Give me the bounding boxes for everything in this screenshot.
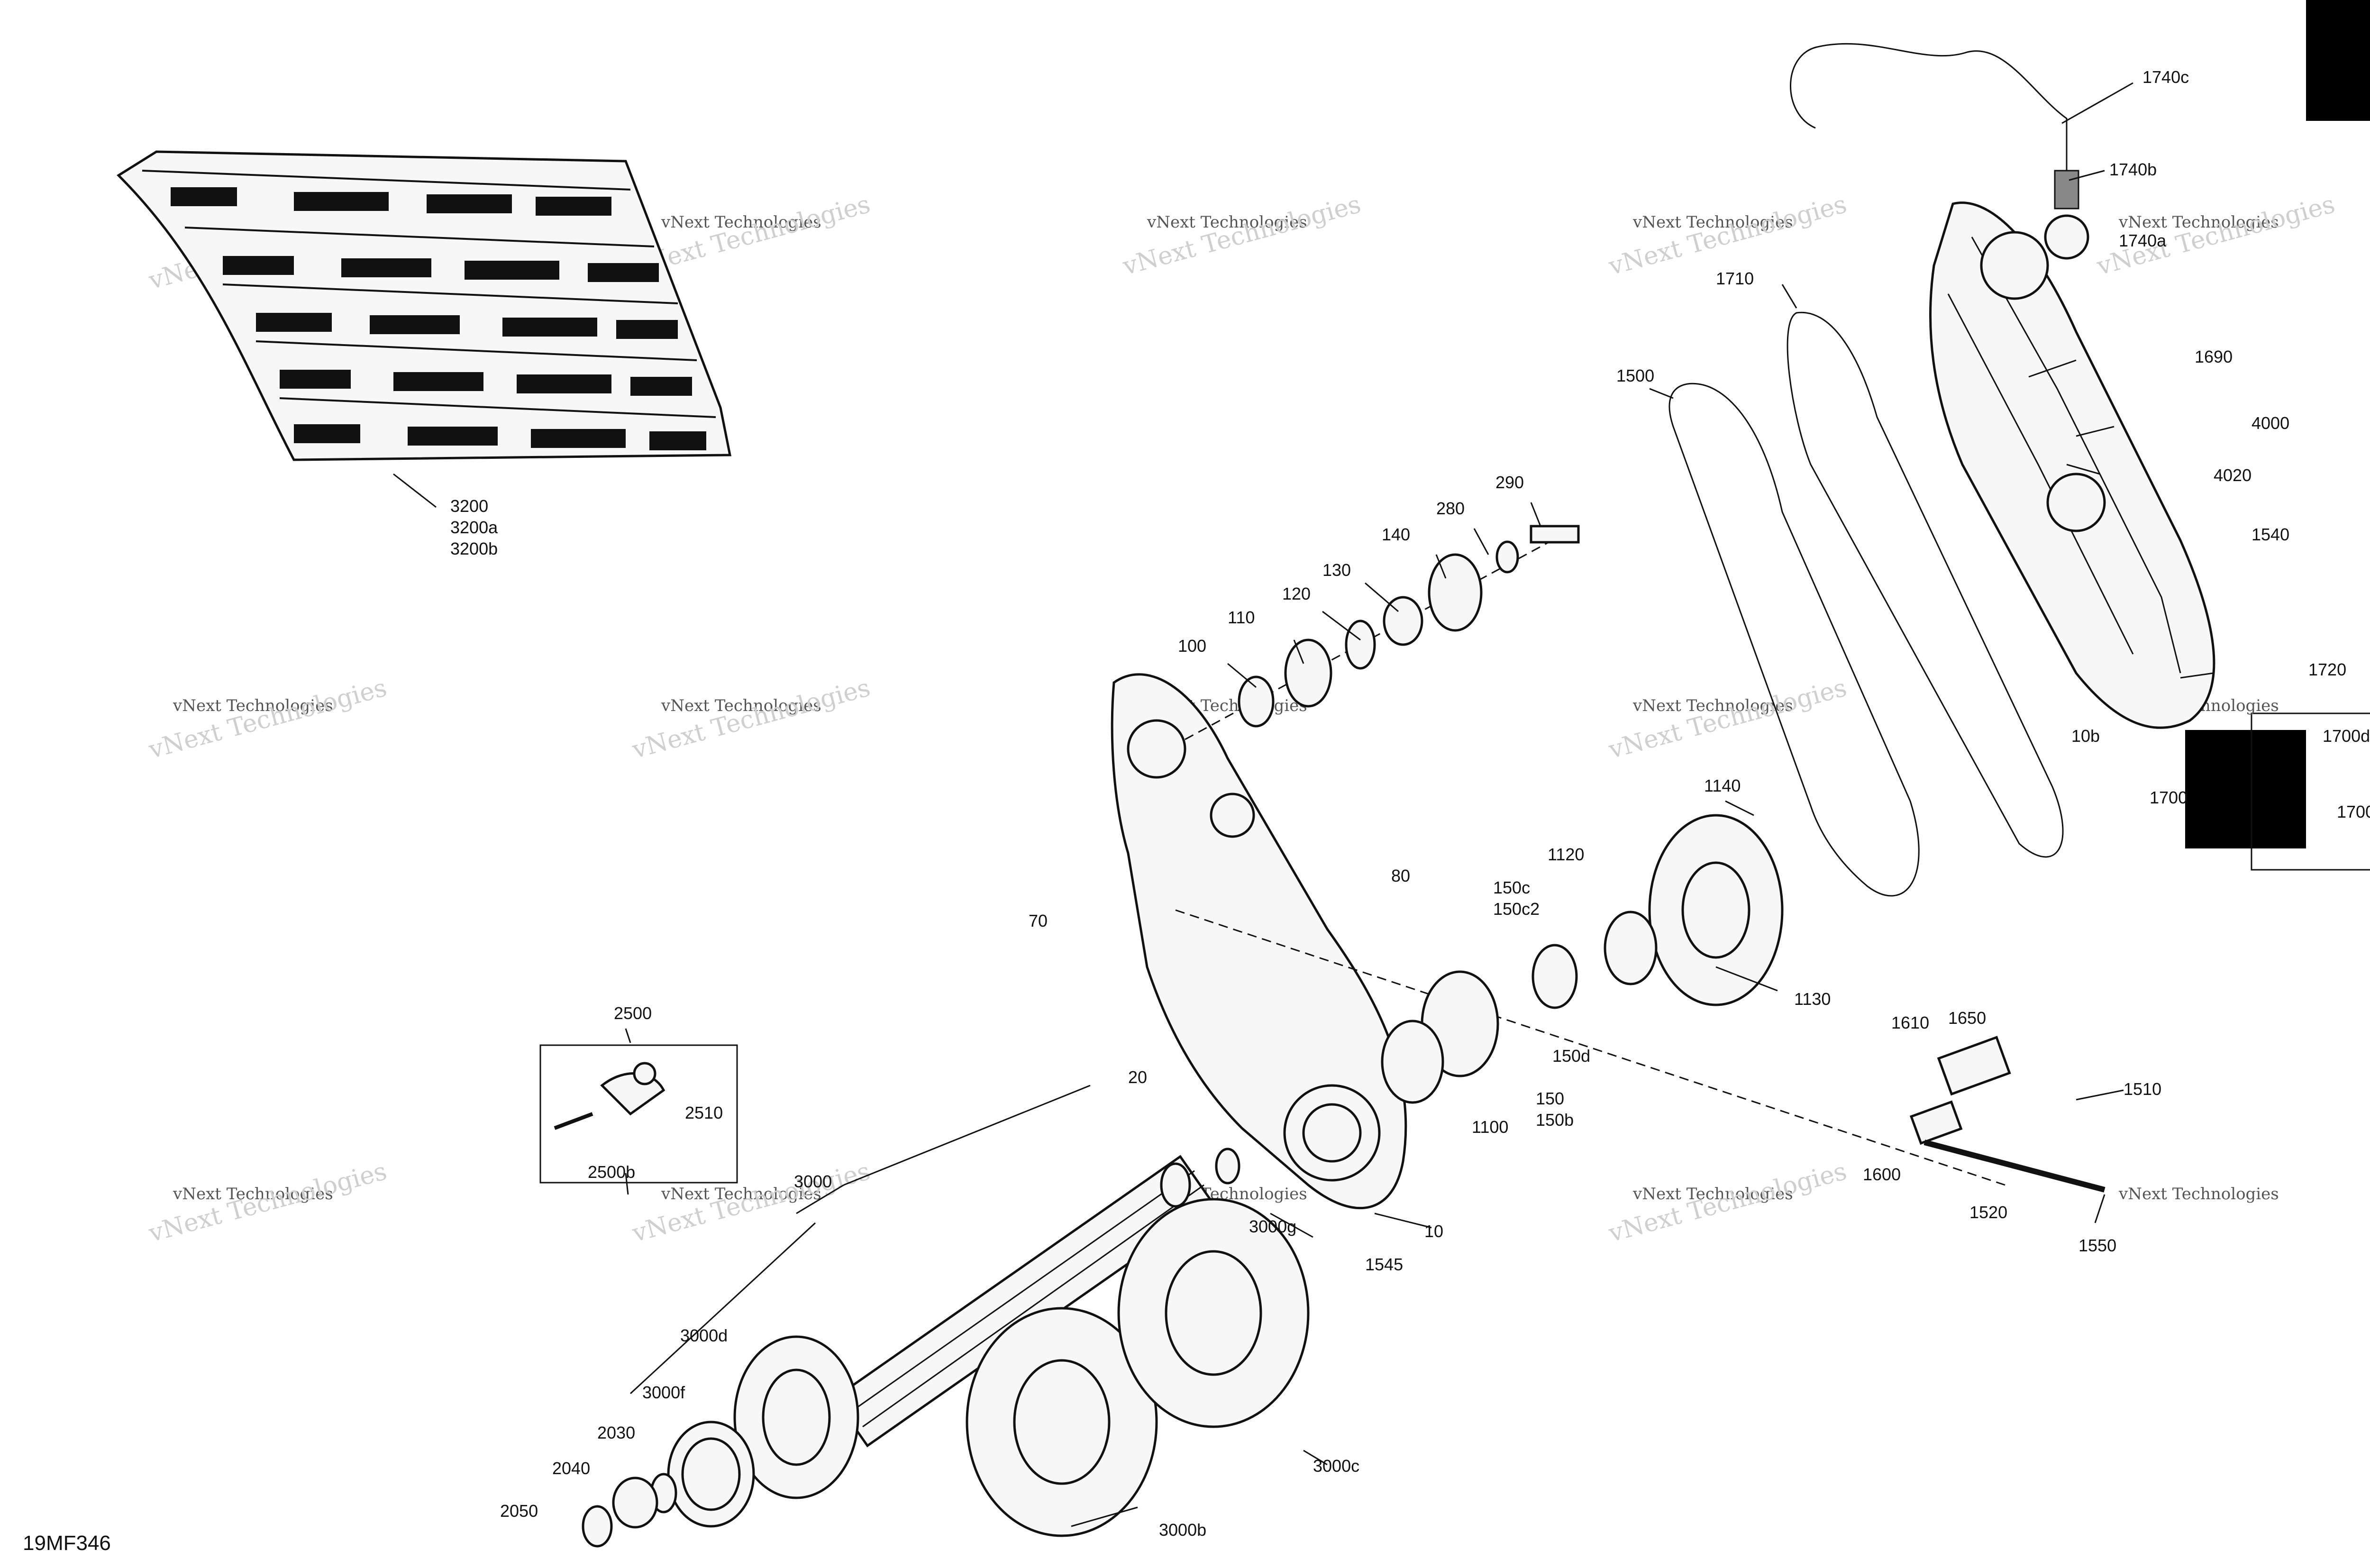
callout-1140: 1140 — [1704, 776, 1741, 795]
watermark-text: vNext Technologies — [1632, 696, 1793, 715]
callout-150: 150 — [1536, 1089, 1564, 1108]
callout-box-1700 — [2251, 712, 2370, 871]
callout-1710: 1710 — [1716, 269, 1754, 288]
callout-280: 280 — [1436, 499, 1465, 518]
callout-100: 100 — [1178, 636, 1206, 656]
watermark-text: vNext Technologies — [173, 1185, 333, 1203]
corner-black-block — [2306, 0, 2370, 121]
callout-1700f: 1700f — [2337, 802, 2370, 821]
callout-1610: 1610 — [1891, 1013, 1929, 1032]
watermark-text: vNext Technologies — [661, 1185, 821, 1203]
inset-parts-2500 — [554, 1062, 665, 1130]
drive-chains — [1668, 311, 2064, 897]
callout-150c2: 150c2 — [1493, 899, 1540, 919]
callout-4020: 4020 — [2214, 465, 2252, 485]
callout-150d: 150d — [1552, 1046, 1590, 1066]
watermark-text: vNext Technologies — [173, 696, 333, 715]
callout-1740b: 1740b — [2109, 160, 2157, 179]
callout-1740c: 1740c — [2142, 67, 2189, 87]
redaction-block — [2185, 730, 2306, 848]
callout-110: 110 — [1228, 608, 1255, 627]
callout-1700: 1700 — [2150, 788, 2188, 807]
callout-1700d: 1700d — [2323, 726, 2370, 746]
callout-4000: 4000 — [2252, 413, 2289, 433]
callout-130: 130 — [1322, 560, 1351, 580]
end-bearing-parts — [582, 1335, 859, 1548]
leader-lines — [393, 82, 2214, 1527]
callout-2050: 2050 — [500, 1501, 538, 1521]
callout-10b: 10b — [2071, 726, 2100, 746]
callout-2030: 2030 — [597, 1423, 635, 1442]
callout-3000b: 3000b — [1159, 1520, 1206, 1540]
watermark-text: vNext Technologies — [2118, 213, 2279, 232]
callout-1650: 1650 — [1948, 1008, 1986, 1028]
watermark-text: vNext Technologies — [1147, 213, 1307, 232]
callout-1540: 1540 — [2252, 525, 2289, 544]
callout-80: 80 — [1391, 866, 1410, 885]
callout-1545: 1545 — [1365, 1255, 1403, 1274]
callout-1550: 1550 — [2078, 1236, 2116, 1255]
watermark-text: vNext Technologies — [1632, 1185, 1793, 1203]
watermark-text: vNext Technologies — [1632, 213, 1793, 232]
callout-1600: 1600 — [1863, 1165, 1901, 1184]
callout-2500b: 2500b — [588, 1162, 635, 1182]
callout-2040: 2040 — [552, 1459, 590, 1478]
sprockets — [966, 1198, 1310, 1537]
watermark-big: vNext Technologies — [629, 674, 873, 765]
callout-2500: 2500 — [614, 1003, 652, 1023]
callout-290: 290 — [1495, 473, 1524, 492]
chaincase-inner — [1111, 673, 1407, 1210]
sensor-cable — [1790, 43, 2089, 260]
callout-1100: 1100 — [1472, 1117, 1508, 1137]
callout-120: 120 — [1282, 584, 1311, 603]
callout-150c: 150c — [1493, 878, 1530, 897]
watermark-text: vNext Technologies — [661, 696, 821, 715]
watermark-text: vNext Technologies — [661, 213, 821, 232]
callout-3000f: 3000f — [642, 1383, 685, 1402]
callout-20: 20 — [1128, 1067, 1147, 1087]
lower-shaft-parts — [1175, 814, 2005, 1186]
callout-3000d: 3000d — [680, 1326, 728, 1345]
idler-parts — [1909, 1036, 2106, 1193]
watermark-big: vNext Technologies — [1605, 674, 1850, 765]
callout-1130: 1130 — [1794, 989, 1831, 1009]
callout-1690: 1690 — [2195, 347, 2233, 366]
callout-3200b: 3200b — [450, 539, 498, 558]
callout-140: 140 — [1382, 525, 1410, 544]
callout-3200: 3200 — [450, 496, 488, 516]
callout-1740a: 1740a — [2119, 231, 2167, 250]
diagram-reference-code: 19MF346 — [23, 1532, 111, 1555]
callout-150b: 150b — [1536, 1110, 1574, 1130]
callout-3000: 3000 — [794, 1172, 832, 1191]
callout-labels: 3200 3200a 3200b 1740c 1740b 1740a 1710 … — [450, 67, 2370, 1540]
callout-1520: 1520 — [1969, 1203, 2007, 1222]
callout-1500: 1500 — [1616, 366, 1654, 385]
callout-3200a: 3200a — [450, 518, 498, 537]
watermark-big: vNext Technologies — [1605, 190, 1850, 281]
callout-1120: 1120 — [1548, 845, 1584, 864]
watermark-big: vNext Technologies — [1120, 190, 1364, 281]
callout-3000c: 3000c — [1313, 1456, 1359, 1476]
watermark-text: vNext Technologies — [2118, 1185, 2279, 1203]
callout-10: 10 — [1424, 1222, 1443, 1241]
watermark-big: vNext Technologies — [146, 674, 390, 765]
chaincase-cover — [1929, 201, 2215, 729]
callout-70: 70 — [1029, 911, 1048, 930]
inset-box-2500 — [539, 1044, 738, 1184]
callout-3000g: 3000g — [1249, 1217, 1296, 1236]
upper-shaft-parts — [1185, 525, 1580, 740]
track-drawing — [117, 150, 732, 461]
callout-1720: 1720 — [2308, 660, 2346, 679]
callout-1510: 1510 — [2124, 1079, 2161, 1099]
callout-2510: 2510 — [685, 1103, 723, 1122]
